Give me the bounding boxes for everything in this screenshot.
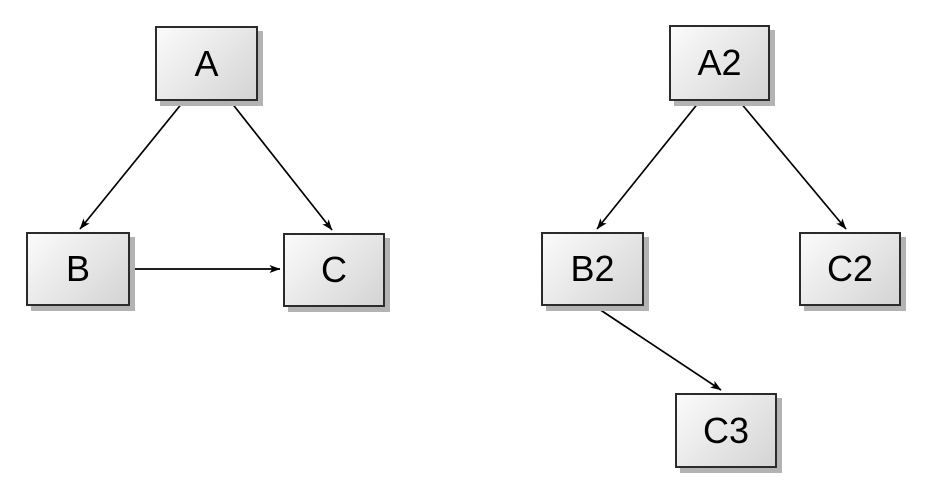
- edge-A-B[interactable]: [79, 101, 184, 230]
- edge-B2-C3[interactable]: [595, 306, 722, 391]
- edge-A2-C2[interactable]: [739, 101, 847, 230]
- node-A2[interactable]: A2: [669, 25, 770, 101]
- edge-A-C[interactable]: [230, 101, 333, 231]
- node-A[interactable]: A: [155, 26, 258, 101]
- node-label-C3: C3: [702, 409, 750, 451]
- edge-group: [79, 101, 847, 391]
- edge-A2-B2[interactable]: [596, 101, 700, 230]
- node-B2[interactable]: B2: [541, 232, 644, 306]
- node-C[interactable]: C: [283, 233, 385, 307]
- node-C2[interactable]: C2: [799, 232, 901, 306]
- node-label-B: B: [65, 248, 90, 289]
- node-label-A: A: [194, 42, 219, 84]
- node-label-C2: C2: [826, 248, 874, 289]
- node-label-B2: B2: [570, 248, 615, 289]
- node-B[interactable]: B: [26, 232, 130, 306]
- node-C3[interactable]: C3: [675, 393, 777, 468]
- node-label-C: C: [321, 249, 347, 290]
- node-label-A2: A2: [697, 42, 742, 83]
